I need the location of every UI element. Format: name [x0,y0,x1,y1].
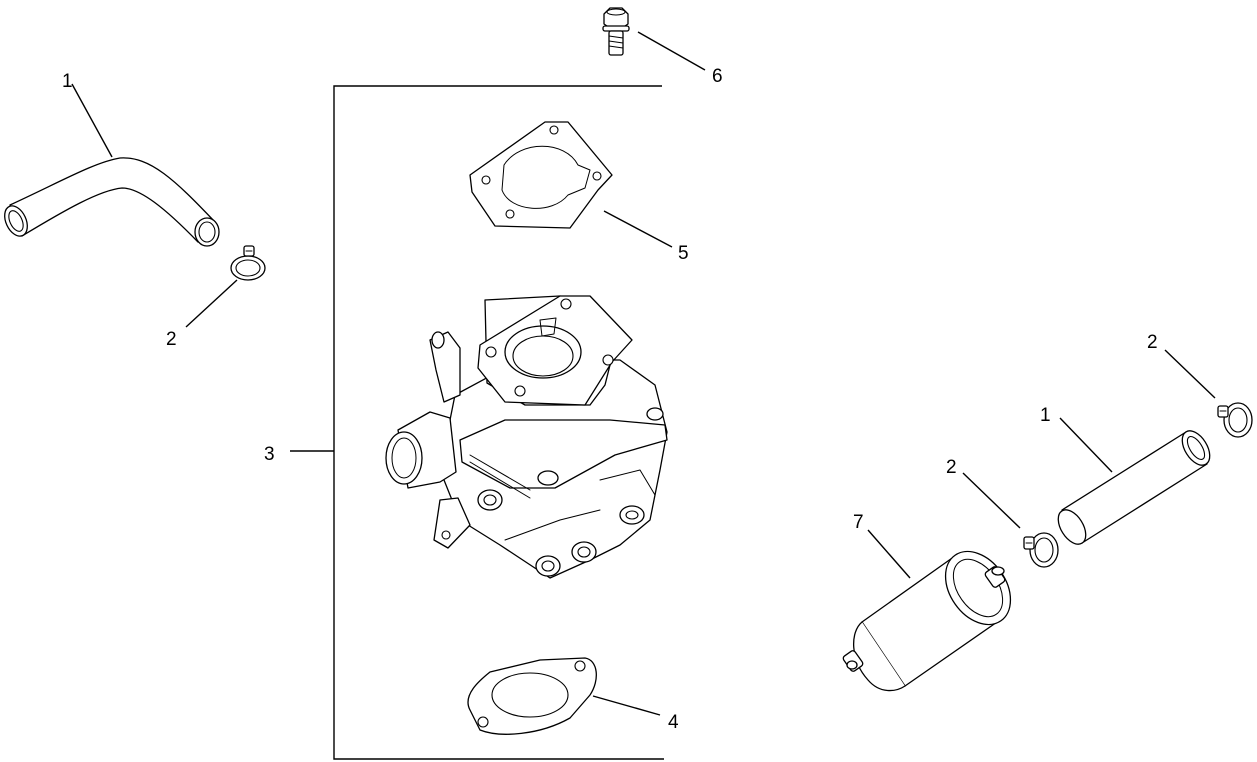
carburetor-part [385,295,668,579]
hose-clamp-part [230,245,266,281]
callout-label: 2 [946,457,957,478]
callout-labels: 1 2 3 4 5 6 1 2 2 7 [62,66,1158,733]
callout-label: 6 [712,66,723,87]
callout-label: 1 [1040,405,1051,426]
callout-label: 2 [1147,332,1158,353]
straight-hose-part [1057,430,1211,545]
leader-lines [71,31,1216,716]
callout-label: 7 [853,512,864,533]
upper-gasket-part [469,121,613,229]
callout-label: 1 [62,71,73,92]
hose-clamp-part [1023,532,1059,568]
callout-label: 4 [668,712,679,733]
lower-gasket-part [467,657,597,735]
assembly-bracket [290,85,664,760]
callout-label: 2 [166,329,177,350]
bolt-part [602,7,630,56]
bent-hose-part [4,157,220,247]
fuel-filter-part [842,550,1012,692]
callout-label: 5 [678,243,689,264]
hose-clamp-part [1217,402,1253,438]
callout-label: 3 [264,444,275,465]
